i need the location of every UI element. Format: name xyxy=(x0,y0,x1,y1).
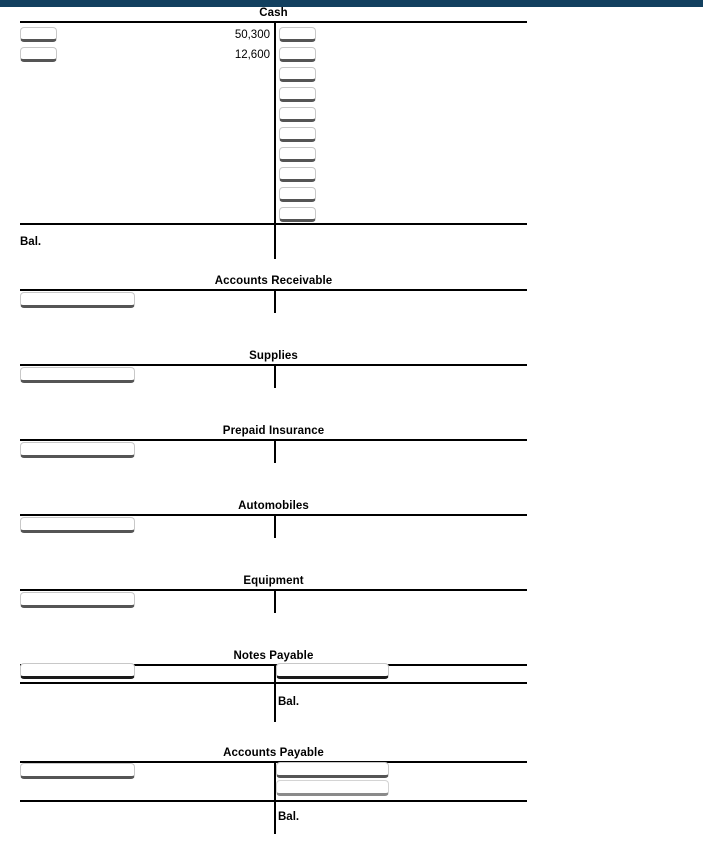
cash-credit-input-1[interactable] xyxy=(279,27,316,42)
cash-credit-input-2[interactable] xyxy=(279,47,316,62)
account-title-automobiles: Automobiles xyxy=(238,500,309,512)
cash-debit-amount-1: 50,300 xyxy=(234,29,270,41)
account-top-rule-accounts-receivable xyxy=(20,289,527,291)
cash-debit-amount-2: 12,600 xyxy=(234,49,270,61)
cash-credit-input-7[interactable] xyxy=(279,147,316,162)
account-top-rule-equipment xyxy=(20,589,527,591)
t-account-worksheet: Cash 50,300 12,600 Bal. Accounts Receiva… xyxy=(0,7,703,844)
account-top-rule-automobiles xyxy=(20,514,527,516)
accounts-payable-debit-input-1[interactable] xyxy=(20,763,135,779)
cash-credit-input-10[interactable] xyxy=(279,207,316,222)
account-divider-automobiles xyxy=(274,514,276,538)
cash-balance-label: Bal. xyxy=(20,236,42,248)
cash-debit-date-input-1[interactable] xyxy=(20,27,57,42)
account-top-rule-cash xyxy=(20,21,527,23)
t-account-prepaid-insurance: Prepaid Insurance xyxy=(0,425,703,500)
t-account-equipment: Equipment xyxy=(0,575,703,650)
t-account-accounts-payable: Accounts Payable Bal. xyxy=(0,747,703,844)
cash-credit-input-4[interactable] xyxy=(279,87,316,102)
account-divider-accounts-receivable xyxy=(274,289,276,313)
t-account-automobiles: Automobiles xyxy=(0,500,703,575)
account-divider-equipment xyxy=(274,589,276,613)
account-title-accounts-payable: Accounts Payable xyxy=(223,747,324,759)
account-title-supplies: Supplies xyxy=(249,350,298,362)
cash-debit-date-input-2[interactable] xyxy=(20,47,57,62)
prepaid-insurance-debit-input-1[interactable] xyxy=(20,442,135,458)
t-account-notes-payable: Notes Payable Bal. xyxy=(0,650,703,747)
top-accent-bar xyxy=(0,0,703,7)
account-divider-prepaid-insurance xyxy=(274,439,276,463)
t-account-supplies: Supplies xyxy=(0,350,703,425)
accounts-payable-credit-input-2[interactable] xyxy=(276,780,389,796)
equipment-debit-input-1[interactable] xyxy=(20,592,135,608)
cash-credit-input-5[interactable] xyxy=(279,107,316,122)
account-title-cash: Cash xyxy=(259,7,288,19)
account-divider-accounts-payable xyxy=(274,761,276,834)
automobiles-debit-input-1[interactable] xyxy=(20,517,135,533)
account-top-rule-accounts-payable xyxy=(20,761,527,763)
cash-credit-input-9[interactable] xyxy=(279,187,316,202)
account-title-prepaid-insurance: Prepaid Insurance xyxy=(222,425,325,437)
account-divider-cash xyxy=(274,21,276,259)
notes-payable-debit-input-1[interactable] xyxy=(20,663,135,679)
cash-credit-input-3[interactable] xyxy=(279,67,316,82)
account-top-rule-notes-payable xyxy=(20,664,527,666)
t-account-accounts-receivable: Accounts Receivable xyxy=(0,275,703,350)
account-bottom-rule-notes-payable xyxy=(20,682,527,684)
account-bottom-rule-accounts-payable xyxy=(20,800,527,802)
account-top-rule-supplies xyxy=(20,364,527,366)
account-top-rule-prepaid-insurance xyxy=(20,439,527,441)
supplies-debit-input-1[interactable] xyxy=(20,367,135,383)
account-divider-notes-payable xyxy=(274,664,276,722)
accounts-payable-balance-label: Bal. xyxy=(278,811,300,823)
t-account-cash: Cash 50,300 12,600 Bal. xyxy=(0,7,703,275)
accounts-receivable-debit-input-1[interactable] xyxy=(20,292,135,308)
notes-payable-balance-label: Bal. xyxy=(278,696,300,708)
accounts-payable-credit-input-1[interactable] xyxy=(276,762,389,778)
cash-credit-input-8[interactable] xyxy=(279,167,316,182)
cash-credit-input-6[interactable] xyxy=(279,127,316,142)
account-title-equipment: Equipment xyxy=(243,575,304,587)
account-divider-supplies xyxy=(274,364,276,388)
notes-payable-credit-input-1[interactable] xyxy=(276,663,389,679)
account-title-accounts-receivable: Accounts Receivable xyxy=(214,275,333,287)
account-bottom-rule-cash xyxy=(20,223,527,225)
account-title-notes-payable: Notes Payable xyxy=(233,650,314,662)
